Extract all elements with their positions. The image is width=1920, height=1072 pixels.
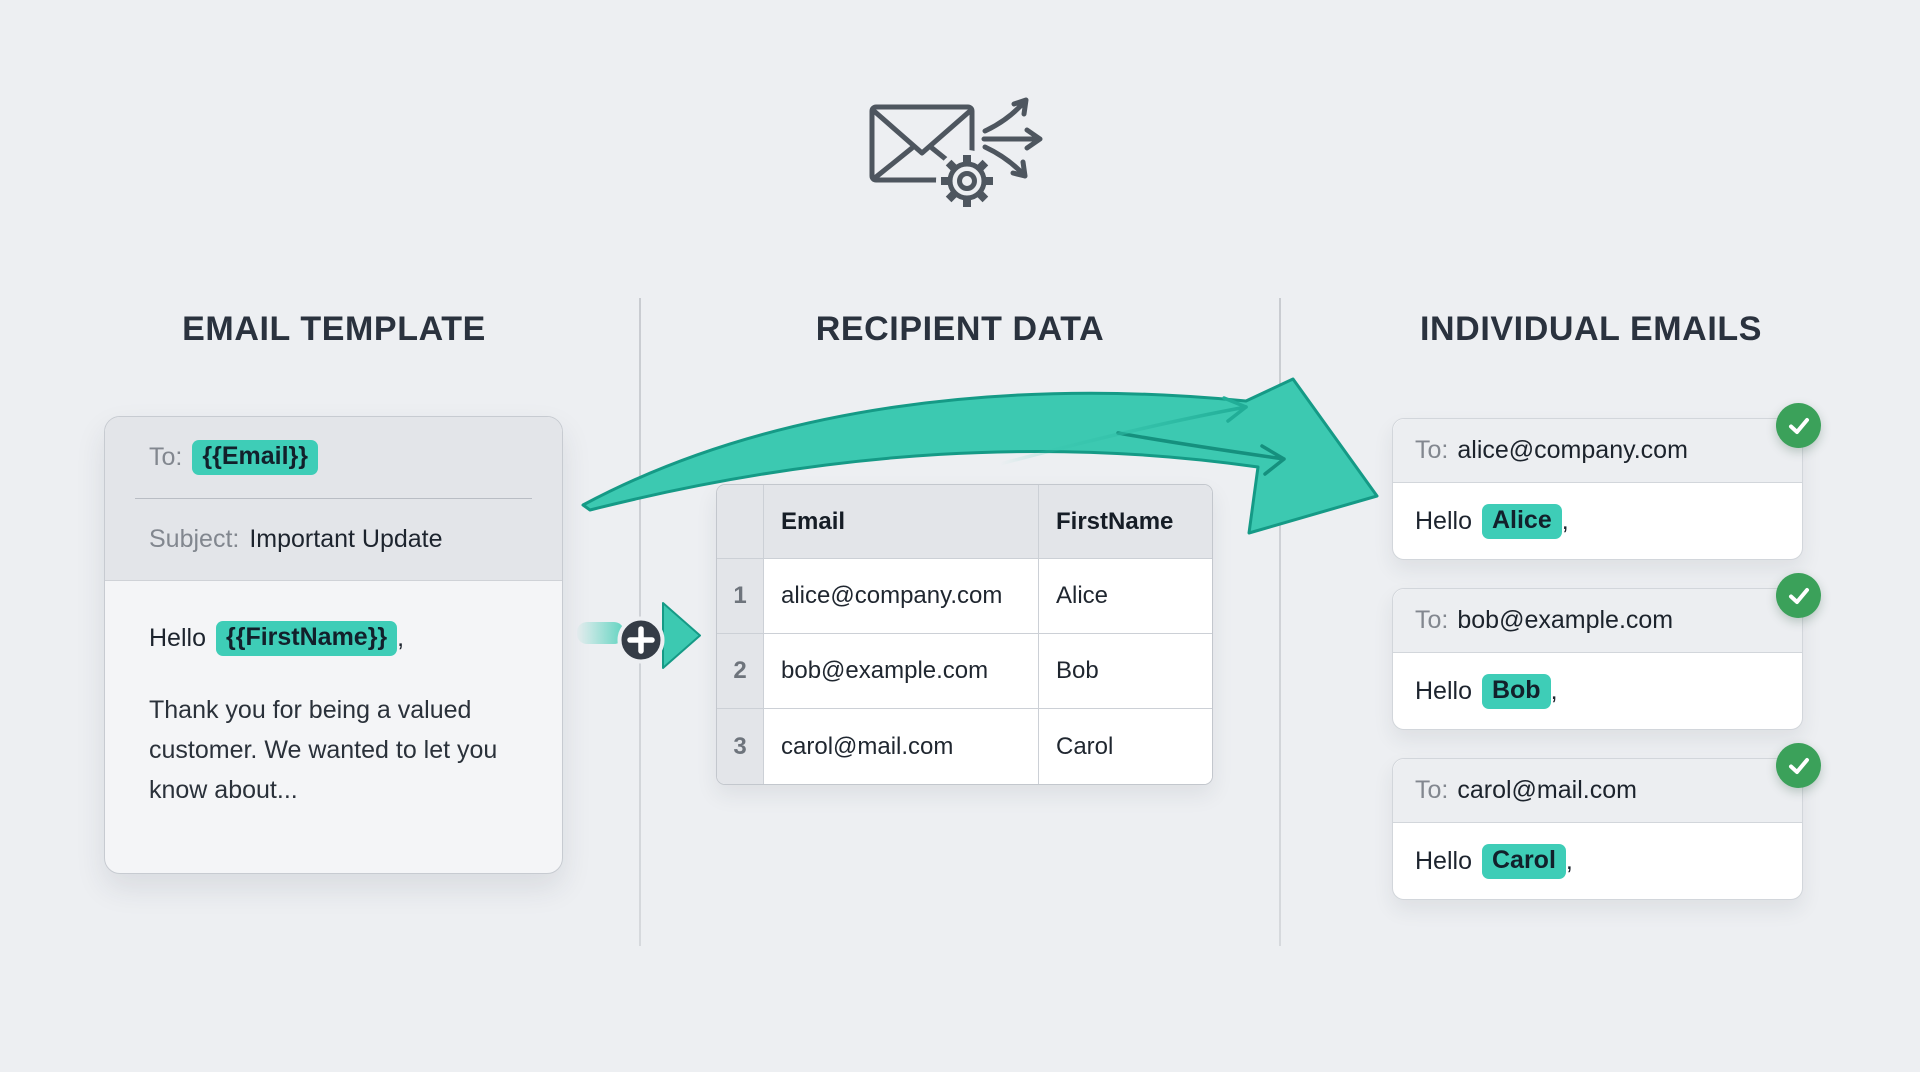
table-cell-firstname: Bob bbox=[1039, 634, 1212, 709]
template-to-row: To: {{Email}} bbox=[135, 417, 532, 498]
gear-icon bbox=[936, 150, 998, 212]
greeting-suffix: , bbox=[1565, 846, 1573, 875]
email-card-header: To: bob@example.com bbox=[1393, 589, 1802, 653]
section-title-individual-emails: INDIVIDUAL EMAILS bbox=[1419, 310, 1763, 348]
table-header-email: Email bbox=[764, 485, 1039, 559]
table-cell-email: carol@mail.com bbox=[764, 709, 1039, 784]
merged-name-chip: Alice bbox=[1481, 503, 1562, 539]
individual-email-card: To: carol@mail.com Hello Carol , bbox=[1392, 743, 1821, 900]
to-label: To: bbox=[1415, 436, 1449, 464]
email-card-body: Hello Bob , bbox=[1393, 653, 1802, 729]
section-title-recipient-data: RECIPIENT DATA bbox=[815, 310, 1105, 348]
template-body-text: Thank you for being a valued customer. W… bbox=[149, 696, 498, 804]
email-card-header: To: alice@company.com bbox=[1393, 419, 1802, 483]
column-divider-left bbox=[639, 298, 641, 946]
to-label: To: bbox=[149, 443, 183, 471]
to-label: To: bbox=[1415, 606, 1449, 634]
merged-name-chip: Carol bbox=[1481, 843, 1566, 879]
small-merge-arrow bbox=[998, 396, 1248, 466]
sent-check-badge bbox=[1776, 573, 1821, 618]
column-divider-right bbox=[1279, 298, 1281, 946]
check-icon bbox=[1788, 587, 1809, 604]
greeting-suffix: , bbox=[397, 624, 405, 652]
email-token-chip: {{Email}} bbox=[192, 440, 318, 475]
template-subject-row: Subject: Important Update bbox=[135, 499, 532, 580]
greeting-prefix: Hello bbox=[1415, 506, 1472, 535]
table-cell-firstname: Alice bbox=[1039, 559, 1212, 634]
subject-value: Important Update bbox=[249, 525, 443, 553]
greeting-prefix: Hello bbox=[149, 624, 206, 652]
template-card-body: Hello {{FirstName}} , Thank you for bein… bbox=[105, 581, 562, 810]
greeting-suffix: , bbox=[1550, 676, 1558, 705]
recipient-table: Email FirstName 1 alice@company.com Alic… bbox=[716, 484, 1213, 785]
table-corner-cell bbox=[717, 485, 764, 559]
to-value: carol@mail.com bbox=[1457, 776, 1637, 804]
swoosh-inner-arrow bbox=[1116, 431, 1286, 476]
email-card-body: Hello Carol , bbox=[1393, 823, 1802, 899]
greeting-prefix: Hello bbox=[1415, 676, 1472, 705]
to-value: bob@example.com bbox=[1457, 606, 1674, 634]
table-cell-firstname: Carol bbox=[1039, 709, 1212, 784]
table-cell-email: alice@company.com bbox=[764, 559, 1039, 634]
greeting-prefix: Hello bbox=[1415, 846, 1472, 875]
email-card-header: To: carol@mail.com bbox=[1393, 759, 1802, 823]
subject-label: Subject: bbox=[149, 525, 240, 553]
firstname-token-chip: {{FirstName}} bbox=[215, 621, 398, 656]
table-header-firstname: FirstName bbox=[1039, 485, 1212, 559]
to-label: To: bbox=[1415, 776, 1449, 804]
individual-email-card: To: bob@example.com Hello Bob , bbox=[1392, 573, 1821, 730]
table-cell-email: bob@example.com bbox=[764, 634, 1039, 709]
template-greeting-line: Hello {{FirstName}} , bbox=[149, 621, 518, 656]
template-card-header: To: {{Email}} Subject: Important Update bbox=[105, 417, 562, 581]
fan-out-arrows-icon bbox=[981, 97, 1043, 179]
section-title-email-template: EMAIL TEMPLATE bbox=[182, 310, 486, 348]
individual-email-card: To: alice@company.com Hello Alice , bbox=[1392, 403, 1821, 560]
email-template-card: To: {{Email}} Subject: Important Update … bbox=[104, 416, 563, 874]
check-icon bbox=[1788, 417, 1809, 434]
greeting-suffix: , bbox=[1561, 506, 1569, 535]
envelope-icon bbox=[869, 104, 975, 183]
email-card-body: Hello Alice , bbox=[1393, 483, 1802, 559]
template-header-divider bbox=[135, 498, 532, 499]
sent-check-badge bbox=[1776, 403, 1821, 448]
merged-name-chip: Bob bbox=[1481, 673, 1551, 709]
table-row-number: 2 bbox=[717, 634, 764, 709]
to-value: alice@company.com bbox=[1457, 436, 1688, 464]
table-row-number: 1 bbox=[717, 559, 764, 634]
table-row-number: 3 bbox=[717, 709, 764, 784]
sent-check-badge bbox=[1776, 743, 1821, 788]
check-icon bbox=[1788, 757, 1809, 774]
